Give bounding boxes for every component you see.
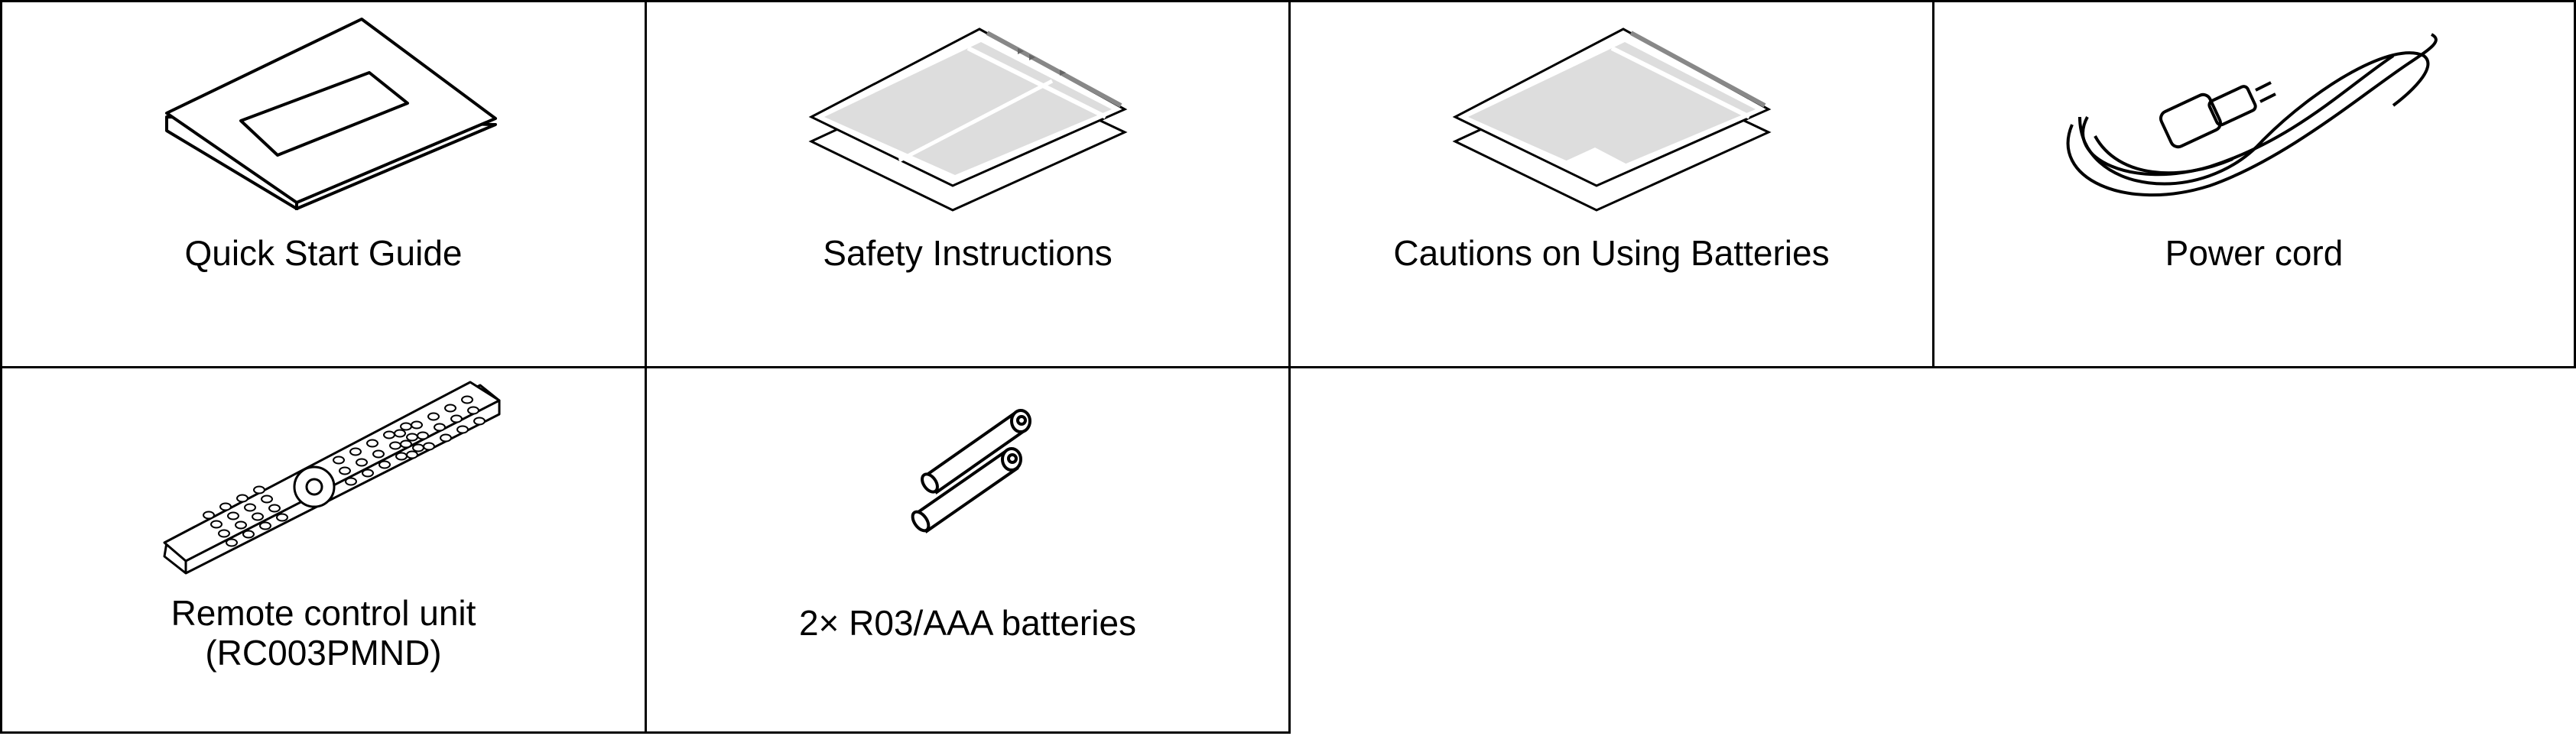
- item-label: Quick Start Guide: [184, 233, 463, 273]
- remote-button: [356, 458, 368, 467]
- remote-button: [378, 460, 391, 469]
- remote-button: [333, 456, 345, 465]
- remote-button: [400, 439, 412, 449]
- booklet-icon: [165, 18, 497, 210]
- remote-button: [423, 442, 435, 451]
- remote-button: [235, 520, 247, 530]
- remote-button: [227, 511, 239, 520]
- remote-button: [473, 417, 486, 426]
- power-cord-icon: [2066, 33, 2438, 197]
- accessory-power-cord: Power cord: [1932, 0, 2576, 368]
- remote-button: [210, 520, 223, 529]
- item-label: Power cord: [2165, 233, 2344, 273]
- remote-button: [434, 423, 446, 432]
- accessory-batteries: 2× R03/AAA batteries: [645, 366, 1291, 734]
- remote-button: [467, 406, 479, 415]
- remote-button: [411, 420, 423, 430]
- leaflet-icon: [808, 28, 1128, 212]
- remote-control-icon: [163, 381, 501, 575]
- remote-button: [412, 443, 424, 452]
- remote-button: [395, 452, 408, 461]
- remote-button: [203, 511, 215, 520]
- remote-button: [456, 425, 469, 434]
- remote-button: [366, 439, 378, 448]
- accessory-cautions-on-using-batteries: Cautions on Using Batteries: [1288, 0, 1934, 368]
- remote-button: [276, 513, 288, 522]
- remote-button: [218, 529, 230, 538]
- remote-button: [252, 512, 264, 521]
- remote-button: [461, 395, 473, 404]
- item-label: 2× R03/AAA batteries: [798, 603, 1137, 643]
- remote-button: [339, 466, 351, 475]
- remote-button: [253, 485, 265, 494]
- remote-button: [349, 447, 362, 456]
- remote-button: [226, 538, 238, 547]
- remote-button: [440, 433, 452, 443]
- item-label: Cautions on Using Batteries: [1393, 233, 1830, 273]
- remote-button: [406, 433, 418, 442]
- remote-button: [259, 521, 271, 530]
- remote-button: [242, 530, 255, 539]
- remote-button: [417, 431, 429, 440]
- item-label: Safety Instructions: [823, 233, 1113, 273]
- batteries-icon: [911, 409, 1031, 533]
- remote-button: [372, 449, 385, 459]
- remote-button: [261, 494, 273, 504]
- accessory-quick-start-guide: Quick Start Guide: [0, 0, 647, 368]
- remote-button: [236, 494, 249, 503]
- remote-button: [389, 441, 401, 450]
- remote-button: [268, 504, 281, 513]
- remote-button: [244, 503, 256, 512]
- remote-button: [400, 422, 412, 431]
- remote-button: [362, 469, 374, 478]
- remote-button: [383, 430, 395, 439]
- remote-button: [345, 477, 357, 486]
- accessory-safety-instructions: Safety Instructions: [645, 0, 1291, 368]
- remote-button: [406, 450, 418, 459]
- remote-button: [444, 404, 456, 413]
- remote-button: [450, 414, 463, 423]
- remote-button: [394, 429, 406, 438]
- remote-button: [427, 412, 440, 421]
- leaflet-icon: [1452, 28, 1772, 212]
- item-label-line-1: Remote control unit: [171, 593, 476, 633]
- remote-button: [219, 502, 232, 511]
- accessory-remote-control-unit: Remote control unit (RC003PMND): [0, 366, 647, 734]
- item-label-line-2: (RC003PMND): [205, 633, 442, 673]
